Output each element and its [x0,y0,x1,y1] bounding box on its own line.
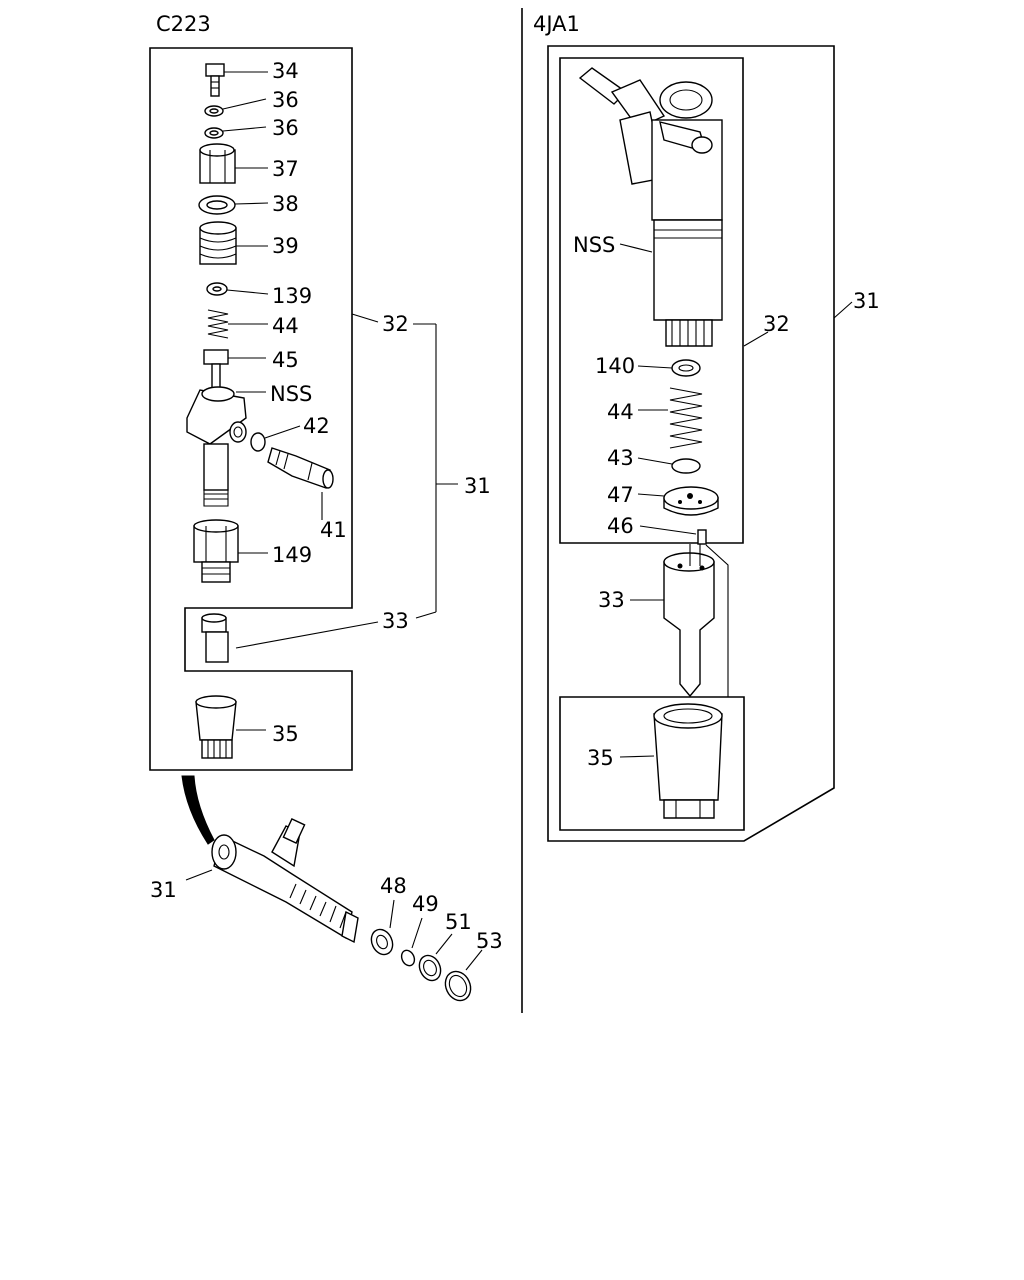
label-41: 41 [320,518,347,542]
label-32: 32 [382,312,409,336]
part-35-nut [195,695,266,759]
part-46-pin [639,525,707,545]
right-holder-body [578,67,723,347]
part-33-nozzle-right [630,544,715,698]
part-39-cap [199,221,268,265]
label-51: 51 [445,910,472,934]
label-33: 33 [382,609,409,633]
part-51-ring [418,933,453,982]
part-44-spring [207,309,268,339]
right-inner-frame-32 [559,57,744,544]
label-43: 43 [607,446,634,470]
label-35: 35 [272,722,299,746]
label-48: 48 [380,874,407,898]
part-43-shim [637,457,701,474]
label-139: 139 [272,284,312,308]
part-41-fitting [267,447,334,520]
right-panel: 4JA1 [533,12,880,842]
label-47: 47 [607,483,634,507]
part-49-washer [400,917,423,967]
left-frame [149,47,353,771]
label-36a: 36 [272,88,299,112]
label-36b: 36 [272,116,299,140]
right-inner-frame-35 [559,696,745,831]
part-53-ring [444,949,483,1002]
part-149-nut [193,519,268,583]
part-37-nut [199,143,268,184]
part-47-spacer [637,486,719,516]
part-139-washer [206,282,269,296]
label-49: 49 [412,892,439,916]
label-44: 44 [272,314,299,338]
label-nss-right: NSS [573,233,615,257]
left-panel: C223 [149,12,503,1002]
label-31-right: 31 [853,289,880,313]
label-31: 31 [464,474,491,498]
assembly-arrow [181,775,215,845]
left-model-label: C223 [156,12,211,36]
part-44-spring-right [638,387,703,449]
part-38-ring [198,195,269,215]
label-53: 53 [476,929,503,953]
label-nss: NSS [270,382,312,406]
label-33-right: 33 [598,588,625,612]
part-holder-body [186,386,266,507]
label-38: 38 [272,192,299,216]
part-34-bolt [205,63,268,97]
part-42-washer [250,425,301,452]
label-31b: 31 [150,878,177,902]
right-nozzle-outline [705,331,769,697]
label-39: 39 [272,234,299,258]
right-frame [547,45,835,842]
label-140: 140 [595,354,635,378]
label-44-right: 44 [607,400,634,424]
part-35-nut-right [619,703,723,819]
label-32-right: 32 [763,312,790,336]
label-35-right: 35 [587,746,614,770]
assembled-injector [185,818,359,944]
right-model-label: 4JA1 [533,12,580,36]
label-149: 149 [272,543,312,567]
part-140-washer [637,359,701,377]
label-37: 37 [272,157,299,181]
part-48-washer [370,899,395,956]
label-34: 34 [272,59,299,83]
label-42: 42 [303,414,330,438]
part-33-nozzle [201,613,229,663]
left-bracket-lines [235,313,458,649]
part-36-washer [204,98,267,139]
label-45: 45 [272,348,299,372]
label-46: 46 [607,514,634,538]
